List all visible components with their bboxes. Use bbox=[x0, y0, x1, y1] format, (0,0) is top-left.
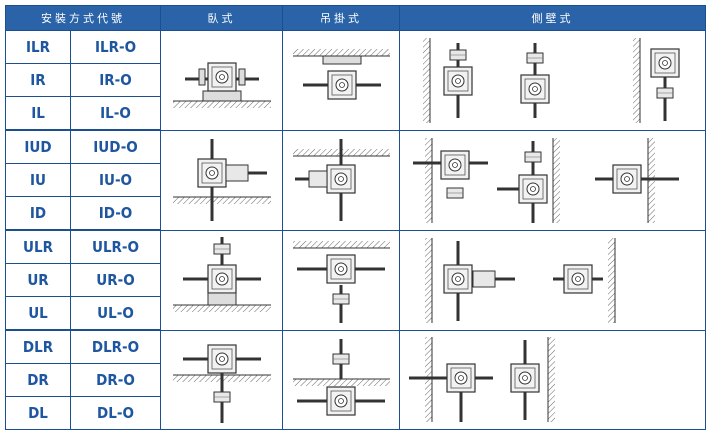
header-horizontal: 臥式 bbox=[160, 5, 283, 31]
mount-code: ULR bbox=[5, 229, 71, 264]
mount-code-o: IUD-O bbox=[70, 129, 161, 164]
mount-code-o: DL-O bbox=[70, 396, 161, 430]
mount-code-o: ID-O bbox=[70, 196, 161, 231]
hanging-mount-drawing bbox=[292, 241, 390, 323]
mount-code: UL bbox=[5, 296, 71, 331]
mount-code-o: UR-O bbox=[70, 263, 161, 297]
hanging-drawing-cell bbox=[282, 329, 400, 430]
mount-code-o: IR-O bbox=[70, 63, 161, 97]
table-row: UR UR-O bbox=[5, 263, 706, 297]
mount-code: ILR bbox=[5, 30, 71, 64]
side-wall-mount-drawing bbox=[408, 337, 555, 423]
table-row: DL DL-O bbox=[5, 396, 706, 430]
mount-code: DR bbox=[5, 363, 71, 397]
side-wall-mount-drawing bbox=[422, 37, 680, 123]
table-row: ILR ILR-O bbox=[5, 30, 706, 131]
side-wall-mount-drawing bbox=[424, 237, 615, 323]
horizontal-drawing-cell bbox=[160, 329, 283, 430]
table-row: DLR DLR-O bbox=[5, 329, 706, 430]
hanging-mount-drawing bbox=[292, 139, 390, 221]
table-row: IUD IUD-O bbox=[5, 129, 706, 231]
horizontal-mount-drawing bbox=[172, 139, 271, 221]
mount-code: IUD bbox=[5, 129, 71, 164]
mounting-table: 安裝方式代號 臥式 吊掛式 側壁式 ILR ILR-O bbox=[5, 5, 706, 430]
mount-code-o: DR-O bbox=[70, 363, 161, 397]
table-row: DR DR-O bbox=[5, 363, 706, 397]
horizontal-drawing-cell bbox=[160, 30, 283, 131]
header-side-wall: 側壁式 bbox=[399, 5, 706, 31]
mount-code-o: IL-O bbox=[70, 96, 161, 131]
hanging-drawing-cell bbox=[282, 129, 400, 231]
side-wall-drawing-cell bbox=[399, 229, 706, 331]
mount-code: IL bbox=[5, 96, 71, 131]
header-hanging: 吊掛式 bbox=[282, 5, 400, 31]
mount-code: ID bbox=[5, 196, 71, 231]
mount-code-o: UL-O bbox=[70, 296, 161, 331]
side-wall-mount-drawing bbox=[412, 137, 679, 223]
horizontal-mount-drawing bbox=[172, 344, 271, 423]
mount-code-o: ILR-O bbox=[70, 30, 161, 64]
mount-code-o: IU-O bbox=[70, 163, 161, 197]
table-row: IL IL-O bbox=[5, 96, 706, 131]
header-mounting-method: 安裝方式代號 bbox=[5, 5, 161, 31]
hanging-mount-drawing bbox=[292, 49, 390, 100]
table-row: IR IR-O bbox=[5, 63, 706, 97]
horizontal-mount-drawing bbox=[172, 62, 271, 109]
header-row: 安裝方式代號 臥式 吊掛式 側壁式 bbox=[5, 5, 706, 31]
side-wall-drawing-cell bbox=[399, 129, 706, 231]
horizontal-mount-drawing bbox=[172, 237, 271, 312]
table-row: ID ID-O bbox=[5, 196, 706, 231]
mount-code-o: DLR-O bbox=[70, 329, 161, 364]
side-wall-drawing-cell bbox=[399, 329, 706, 430]
horizontal-drawing-cell bbox=[160, 229, 283, 331]
table-row: ULR ULR-O bbox=[5, 229, 706, 331]
mount-code: UR bbox=[5, 263, 71, 297]
mount-code: IU bbox=[5, 163, 71, 197]
hanging-drawing-cell bbox=[282, 229, 400, 331]
hanging-drawing-cell bbox=[282, 30, 400, 131]
hanging-mount-drawing bbox=[292, 338, 390, 416]
table-row: IU IU-O bbox=[5, 163, 706, 197]
mount-code: IR bbox=[5, 63, 71, 97]
horizontal-drawing-cell bbox=[160, 129, 283, 231]
mount-code: DL bbox=[5, 396, 71, 430]
mount-code-o: ULR-O bbox=[70, 229, 161, 264]
table-row: UL UL-O bbox=[5, 296, 706, 331]
mount-code: DLR bbox=[5, 329, 71, 364]
side-wall-drawing-cell bbox=[399, 30, 706, 131]
